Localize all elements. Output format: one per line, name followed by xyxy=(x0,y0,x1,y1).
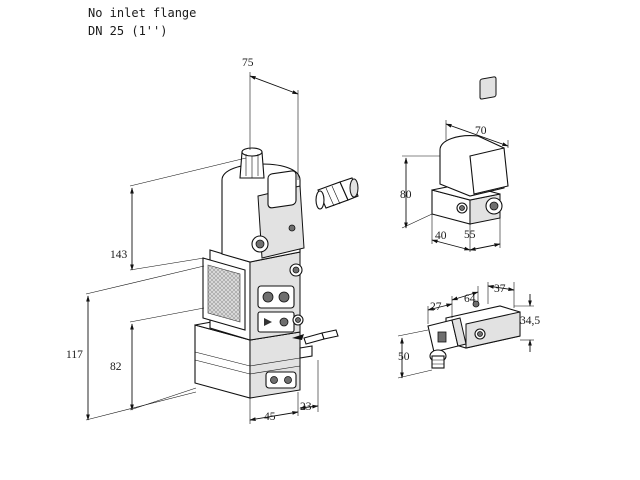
dim-label-55: 55 xyxy=(464,229,476,241)
dim-label-50: 50 xyxy=(398,351,410,363)
caption-line-1: No inlet flange xyxy=(88,6,197,20)
main-valve-assembly xyxy=(194,147,359,399)
dimension-labels: 75 143 82 117 45 23 70 80 40 55 27 64 37… xyxy=(66,57,540,423)
dim-label-70: 70 xyxy=(475,125,487,137)
dim-label-75: 75 xyxy=(242,57,254,69)
dim-label-40: 40 xyxy=(435,230,447,242)
cable-gland xyxy=(315,177,359,210)
dim-label-117: 117 xyxy=(66,349,83,361)
dim-label-45: 45 xyxy=(264,411,276,423)
dim-label-27: 27 xyxy=(430,301,442,313)
dim-label-80: 80 xyxy=(400,189,412,201)
dim-label-37: 37 xyxy=(494,283,506,295)
main-dimensions xyxy=(85,72,319,424)
caption-line-2: DN 25 (1'') xyxy=(88,24,168,38)
dim-label-34-5: 34,5 xyxy=(520,315,540,327)
dim-label-82: 82 xyxy=(110,361,122,373)
solenoid-view-bottom xyxy=(397,282,534,379)
dim-label-23: 23 xyxy=(300,401,312,413)
dim-label-64: 64 xyxy=(464,293,476,305)
dim-label-143: 143 xyxy=(110,249,128,261)
solenoid-view-top xyxy=(401,76,509,252)
